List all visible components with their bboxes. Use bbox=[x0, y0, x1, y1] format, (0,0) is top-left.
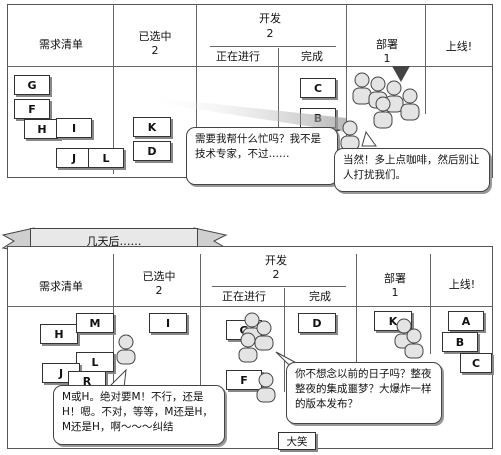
bottom-indecisive-bubble: M或H。绝对要M！不行，还是H！嗯。不对，等等，M还是H，M还是H，啊～～～纠结 bbox=[53, 385, 225, 445]
bottom-header-backlog: 需求清单 bbox=[39, 280, 83, 293]
top-selected-card: K bbox=[133, 117, 171, 137]
bottom-header-deploy-count: 1 bbox=[391, 286, 399, 299]
top-divider-backlog bbox=[113, 4, 114, 174]
bottom-live-card: B bbox=[442, 332, 478, 352]
top-done-card: C bbox=[300, 78, 336, 98]
bottom-header-selected-count: 2 bbox=[155, 284, 163, 297]
top-divider-selected bbox=[196, 4, 197, 174]
top-selected-card: D bbox=[133, 141, 171, 161]
top-team-bubble: 当然！多上点咖啡，然后别让人打扰我们。 bbox=[334, 148, 490, 192]
top-header-deploy: 部署 bbox=[376, 38, 398, 51]
bottom-header-done: 完成 bbox=[309, 290, 331, 303]
top-header-dev: 开发 bbox=[259, 12, 281, 25]
bottom-divider-deploy bbox=[430, 254, 431, 354]
bottom-divider-done bbox=[356, 254, 357, 392]
top-header-dev-count: 2 bbox=[266, 27, 274, 40]
bottom-backlog-card: M bbox=[76, 313, 114, 333]
indecisive-person-icon bbox=[116, 334, 136, 365]
bottom-header-dev: 开发 bbox=[265, 254, 287, 267]
laugh-tag: 大笑 bbox=[278, 432, 316, 450]
ops-pair-icon bbox=[394, 318, 424, 359]
top-header-deploy-count: 1 bbox=[383, 52, 391, 65]
top-header-backlog: 需求清单 bbox=[39, 38, 83, 51]
developers-pair-icon bbox=[238, 312, 274, 363]
spotlight-beam bbox=[140, 96, 346, 132]
bottom-divider-inprogress bbox=[284, 288, 285, 392]
top-divider-done bbox=[346, 4, 347, 174]
bottom-live-card: C bbox=[460, 353, 492, 373]
bottom-divider-selected bbox=[200, 254, 201, 392]
bottom-selected-card: I bbox=[149, 313, 187, 333]
bottom-header-deploy: 部署 bbox=[384, 272, 406, 285]
top-header-in-progress: 正在进行 bbox=[216, 50, 260, 63]
bottom-header-underline bbox=[7, 306, 493, 307]
bottom-header-selected: 已选中 bbox=[142, 270, 176, 283]
top-backlog-card: I bbox=[56, 118, 92, 138]
pointer-triangle-icon bbox=[392, 66, 410, 82]
bottom-header-dev-count: 2 bbox=[272, 268, 280, 281]
bottom-dev-underline bbox=[212, 286, 346, 287]
top-header-selected: 已选中 bbox=[138, 30, 172, 43]
top-dev-underline bbox=[210, 46, 336, 47]
bottom-header-in-progress: 正在进行 bbox=[222, 290, 266, 303]
bottom-live-card: A bbox=[448, 311, 484, 331]
bubble-tail-right bbox=[361, 130, 377, 147]
bottom-done-card: D bbox=[298, 313, 336, 333]
bottom-developer-bubble: 你不想念以前的日子吗？整夜整夜的集成噩梦？大爆炸一样的版本发布？ bbox=[286, 362, 442, 424]
top-divider-deploy bbox=[425, 4, 426, 114]
bottom-backlog-card: H bbox=[40, 324, 78, 344]
top-manager-bubble: 需要我帮什么忙吗？我不是技术专家，不过…… bbox=[186, 127, 338, 185]
developer-team-icon bbox=[352, 72, 420, 129]
top-backlog-card: L bbox=[88, 148, 124, 168]
bottom-header-live: 上线! bbox=[448, 278, 476, 291]
laughing-developer-icon bbox=[256, 372, 276, 403]
top-header-underline bbox=[7, 66, 493, 67]
top-header-selected-count: 2 bbox=[151, 44, 159, 57]
top-header-live: 上线! bbox=[445, 40, 473, 53]
top-header-done: 完成 bbox=[301, 50, 323, 63]
top-backlog-card: G bbox=[14, 75, 50, 95]
top-backlog-card: F bbox=[14, 99, 50, 119]
